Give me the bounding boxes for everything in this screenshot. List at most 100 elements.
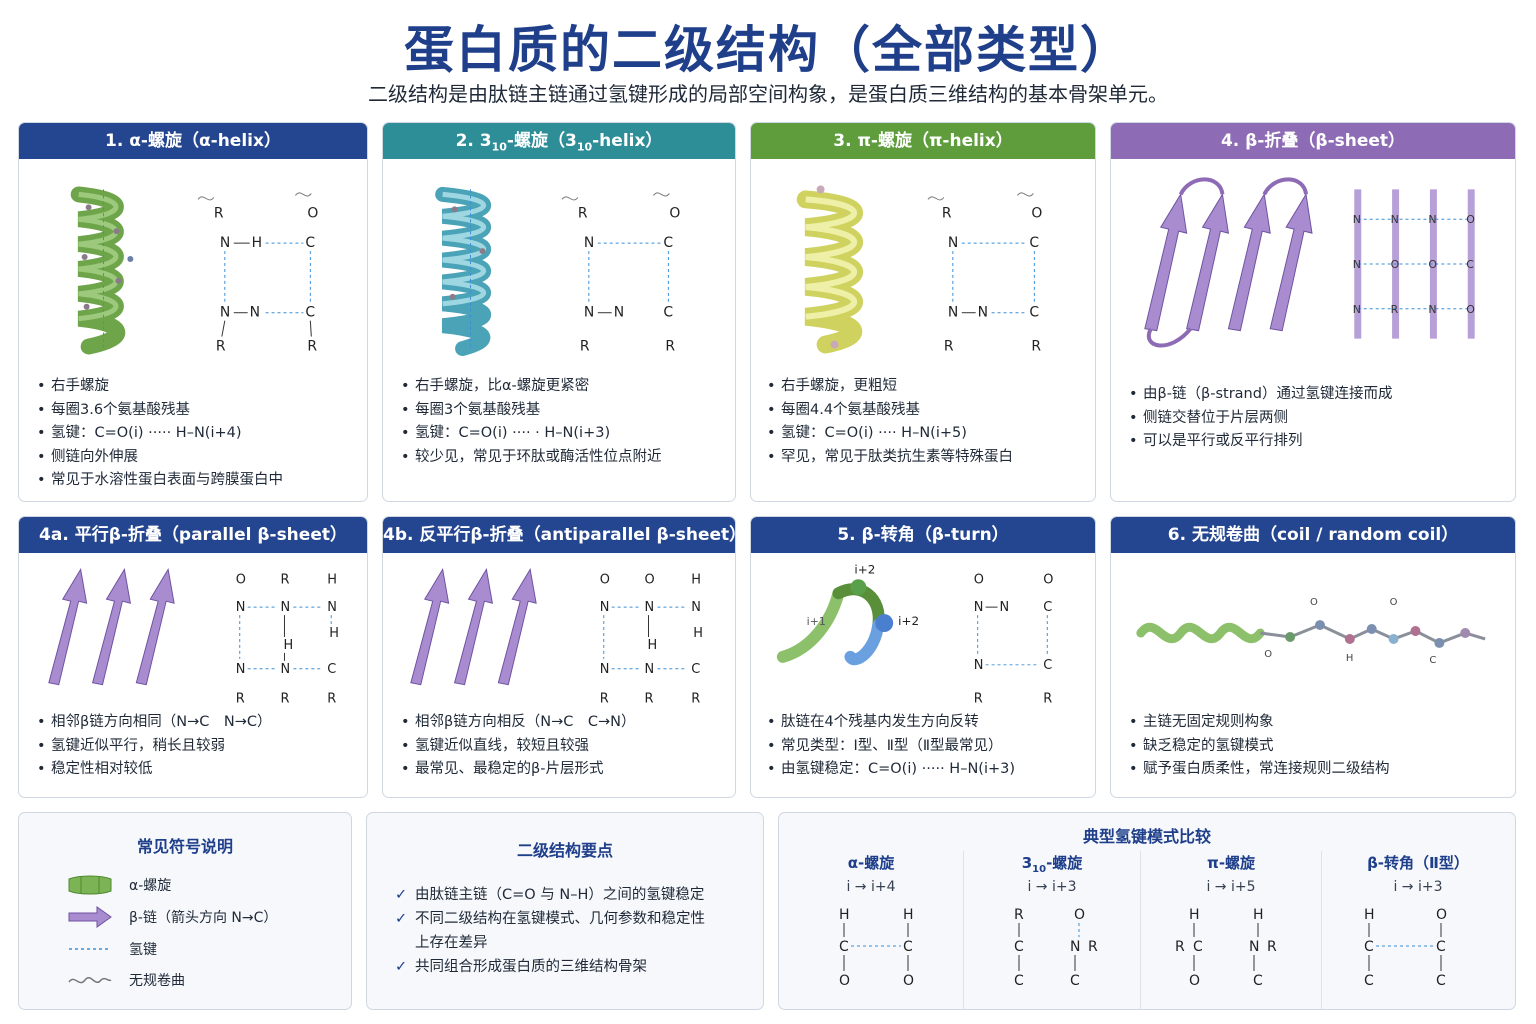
svg-text:H: H (903, 907, 914, 923)
card-title: 3. π-螺旋（π-helix） (751, 123, 1095, 159)
svg-text:H: H (1189, 907, 1200, 923)
svg-text:R: R (327, 692, 336, 707)
svg-text:N: N (236, 662, 246, 677)
svg-text:C: C (1029, 305, 1039, 321)
svg-text:C: C (1014, 973, 1024, 989)
svg-text:O: O (1466, 213, 1475, 226)
card-title: 2. 310-螺旋（310-helix） (383, 123, 735, 159)
svg-text:N: N (1391, 213, 1399, 226)
svg-text:N: N (645, 662, 655, 677)
svg-text:H: H (327, 572, 337, 587)
comparison-name: β-转角（Ⅱ型） (1367, 854, 1469, 872)
310-bullets: 右手螺旋，比α-螺旋更紧密 每圈3个氨基酸残基 氢键：C=O(i) ···· ·… (401, 375, 662, 469)
svg-text:C: C (1436, 973, 1446, 989)
svg-text:H: H (1364, 907, 1375, 923)
beta-arrow-icon (1144, 177, 1313, 348)
svg-text:O: O (645, 572, 655, 587)
svg-text:O: O (1264, 649, 1272, 660)
svg-text:O: O (1428, 258, 1437, 271)
svg-text:R: R (600, 692, 609, 707)
svg-text:H: H (1346, 653, 1353, 664)
comparison-divider (963, 851, 964, 1009)
svg-text:R: R (1088, 939, 1098, 955)
svg-text:R: R (307, 339, 317, 355)
svg-text:C: C (663, 235, 673, 251)
svg-text:R: R (578, 205, 588, 221)
card-310-helix: 2. 310-螺旋（310-helix） RN OC NNC RR 右手螺旋，比… (382, 122, 736, 502)
bullet: 可以是平行或反平行排列 (1129, 430, 1392, 454)
svg-text:N: N (1353, 303, 1361, 316)
bullet: 相邻β链方向相反（N→C C→N） (401, 711, 636, 735)
svg-text:H: H (693, 626, 703, 641)
svg-text:C: C (903, 939, 913, 955)
svg-text:O: O (1391, 258, 1400, 271)
card-title: 1. α-螺旋（α-helix） (19, 123, 367, 159)
svg-text:H: H (283, 638, 293, 653)
keypoints-title: 二级结构要点 (516, 841, 613, 860)
card-title: 4b. 反平行β-折叠（antiparallel β-sheet） (383, 517, 735, 553)
svg-text:C: C (1364, 939, 1374, 955)
svg-text:O: O (1390, 597, 1398, 608)
svg-text:N: N (600, 662, 610, 677)
turn-label: i+2 (898, 614, 919, 628)
svg-text:C: C (1014, 939, 1024, 955)
svg-text:O: O (236, 572, 246, 587)
check-item: 不同二级结构在氢键模式、几何参数和稳定性上存在差异 (395, 907, 715, 955)
svg-text:N: N (280, 662, 290, 677)
keypoints-list: 由肽链主链（C=O 与 N–H）之间的氢键稳定 不同二级结构在氢键模式、几何参数… (395, 883, 715, 979)
coil-squiggle-icon (68, 977, 112, 984)
turn-label: i+1 (807, 615, 826, 628)
svg-text:C: C (1043, 658, 1052, 673)
card-title: 5. β-转角（β-turn） (751, 517, 1095, 553)
bullet: 较少见，常见于环肽或酶活性位点附近 (401, 446, 662, 470)
svg-text:C: C (1070, 973, 1080, 989)
svg-text:C: C (1029, 235, 1039, 251)
bullet: 缺乏稳定的氢键模式 (1129, 735, 1390, 759)
card-title: 6. 无规卷曲（coil / random coil） (1111, 517, 1515, 553)
svg-text:R: R (645, 692, 654, 707)
helix-ribbon-icon (796, 185, 863, 354)
card-random-coil: 6. 无规卷曲（coil / random coil） OO OHC 主链无固定… (1110, 516, 1516, 798)
bullet: 相邻β链方向相同（N→C N→C） (37, 711, 272, 735)
legend-label: β-链（箭头方向 N→C） (129, 910, 278, 926)
turn-label: i+2 (854, 562, 875, 576)
beta-arrow-icon (68, 906, 112, 928)
comparison-rule: i → i+3 (1027, 879, 1077, 895)
svg-text:O: O (839, 973, 850, 989)
hbond-dash-icon (69, 948, 111, 950)
svg-text:O: O (1466, 303, 1475, 316)
svg-text:H: H (329, 626, 339, 641)
bullet: 氢键近似直线，较短且较强 (401, 735, 636, 759)
legend-item: 无规卷曲 (65, 968, 185, 992)
svg-text:C: C (1429, 655, 1436, 666)
svg-text:C: C (663, 305, 673, 321)
svg-text:H: H (647, 638, 657, 653)
bullet: 氢键：C=O(i) ····· H–N(i+4) (37, 422, 283, 446)
svg-text:N: N (327, 600, 337, 615)
bullet: 氢键：C=O(i) ···· H–N(i+5) (767, 422, 1013, 446)
svg-text:C: C (839, 939, 849, 955)
svg-text:R: R (1267, 939, 1277, 955)
bullet: 每圈4.4个氨基酸残基 (767, 399, 1013, 423)
comparison-rule: i → i+4 (846, 879, 896, 895)
legend-panel: 常见符号说明 α-螺旋 β-链（箭头方向 N→C） 氢键 无规卷曲 (18, 812, 352, 1010)
svg-text:N: N (1000, 600, 1010, 615)
svg-text:R: R (974, 692, 983, 707)
svg-text:O: O (669, 205, 680, 221)
bullet: 稳定性相对较低 (37, 758, 272, 782)
svg-text:C: C (1466, 258, 1474, 271)
page-title: 蛋白质的二级结构（全部类型） (404, 21, 1132, 79)
card-title: 4a. 平行β-折叠（parallel β-sheet） (19, 517, 367, 553)
svg-text:R: R (1175, 939, 1185, 955)
